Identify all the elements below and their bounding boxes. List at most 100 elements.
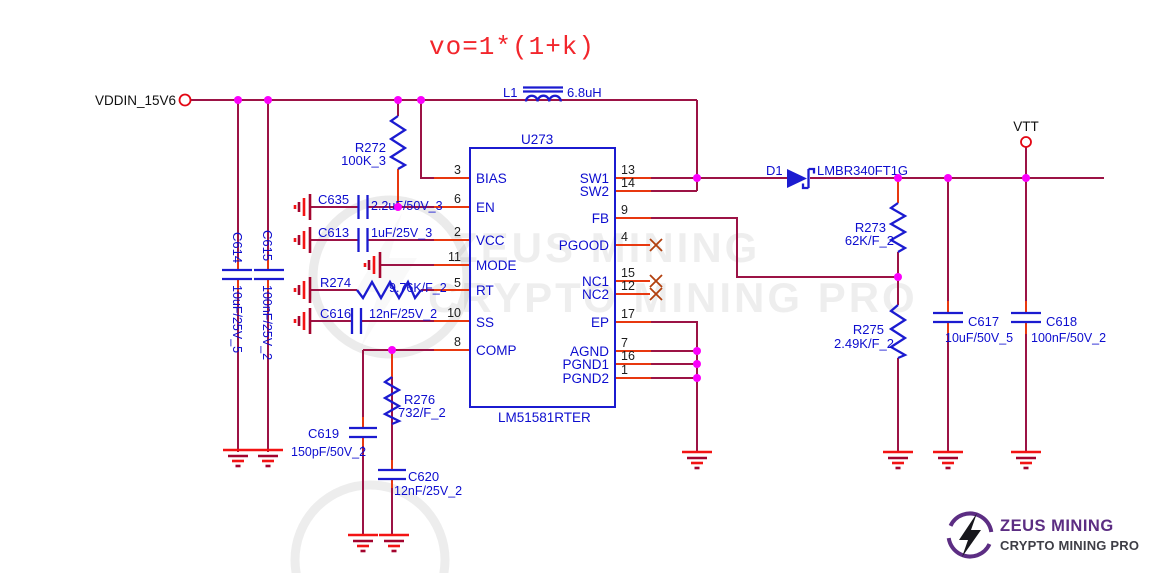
vendor-logo: ZEUS MINING CRYPTO MINING PRO	[946, 511, 1139, 559]
pin-name-nc1: NC1	[582, 274, 609, 289]
port-vtt	[1020, 136, 1032, 148]
gnd-ep	[682, 450, 712, 470]
C618-refdes: C618	[1046, 314, 1077, 329]
R273-value: 62K/F_2	[845, 233, 894, 248]
pin-name-pgnd2: PGND2	[562, 371, 609, 386]
pin-num-17: 17	[621, 307, 635, 321]
R276-refdes: R276	[404, 392, 435, 407]
ic-u273: U273 LM51581RTER BIAS EN VCC MODE RT SS …	[447, 132, 635, 425]
gnd-c635	[293, 194, 312, 220]
logo-tagline: CRYPTO MINING PRO	[1000, 538, 1139, 553]
pin-num-4: 4	[621, 230, 628, 244]
C618-value: 100nF/50V_2	[1031, 331, 1106, 345]
gnd-c616	[293, 308, 312, 334]
gnd-c615	[253, 448, 283, 468]
gnd-c614	[223, 448, 253, 468]
pin-name-sw1: SW1	[580, 171, 609, 186]
pin-num-6: 6	[454, 192, 461, 206]
ic-partnumber: LM51581RTER	[498, 410, 591, 425]
pin-name-pgnd1: PGND1	[562, 357, 609, 372]
pin-num-15: 15	[621, 266, 635, 280]
pin-name-pgood: PGOOD	[559, 238, 610, 253]
C635-value: 2.2uF/50V_3	[371, 199, 443, 213]
gnd-mode	[363, 252, 382, 278]
capacitor-C614: C614 10uF/25V_5	[222, 232, 252, 353]
pin-num-11: 11	[448, 250, 461, 264]
R275-value: 2.49K/F_2	[834, 336, 894, 351]
capacitor-C615: C615 100nF/25V_2	[254, 230, 284, 360]
C619-value: 150pF/50V_2	[291, 445, 366, 459]
pin-num-12: 12	[621, 279, 635, 293]
pin-name-mode: MODE	[476, 258, 517, 273]
R274-refdes: R274	[320, 275, 351, 290]
pin-name-rt: RT	[476, 283, 494, 298]
resistor-R272: R272 100K_3	[341, 115, 408, 170]
capacitor-C617: C617 10uF/50V_5	[933, 311, 1013, 345]
junction-dots	[234, 96, 1030, 382]
net-label-vtt: VTT	[1013, 119, 1039, 134]
gnd-c618	[1011, 450, 1041, 470]
resistor-R273: R273 62K/F_2	[845, 202, 908, 253]
C620-refdes: C620	[408, 469, 439, 484]
C613-value: 1uF/25V_3	[371, 226, 432, 240]
formula-title: vo=1*(1+k)	[429, 32, 595, 62]
logo-ring	[946, 511, 994, 559]
pin-name-vcc: VCC	[476, 233, 505, 248]
resistor-R275: R275 2.49K/F_2	[834, 304, 908, 360]
net-label-vddin: VDDIN_15V6	[95, 93, 176, 108]
pin-name-nc2: NC2	[582, 287, 609, 302]
gnd-c620	[379, 533, 409, 553]
diode-D1: D1 LMBR340FT1G	[766, 163, 908, 190]
pin-name-bias: BIAS	[476, 171, 507, 186]
C635-refdes: C635	[318, 192, 349, 207]
pin-num-5: 5	[454, 276, 461, 290]
capacitor-C619: C619 150pF/50V_2	[291, 426, 377, 459]
watermark-line2: CRYPTO MINING PRO	[428, 274, 918, 321]
C615-value: 100nF/25V_2	[260, 285, 274, 360]
inductor-L1: L1 6.8uH	[503, 85, 602, 102]
pin-name-comp: COMP	[476, 343, 517, 358]
ground-symbols	[223, 194, 1041, 553]
R275-refdes: R275	[853, 322, 884, 337]
gnd-c619	[348, 533, 378, 553]
pin-num-14: 14	[621, 176, 635, 190]
R272-value: 100K_3	[341, 153, 386, 168]
C614-value: 10uF/25V_5	[230, 285, 244, 353]
D1-refdes: D1	[766, 163, 783, 178]
R272-refdes: R272	[355, 140, 386, 155]
C614-refdes: C614	[230, 232, 245, 263]
gnd-c617	[933, 450, 963, 470]
pin-num-9: 9	[621, 203, 628, 217]
pin-num-2: 2	[454, 225, 461, 239]
C617-value: 10uF/50V_5	[945, 331, 1013, 345]
D1-value: LMBR340FT1G	[817, 163, 908, 178]
no-connect-marks	[649, 238, 663, 301]
pin-num-1: 1	[621, 363, 628, 377]
watermark: ZEUS MINING CRYPTO MINING PRO	[290, 195, 918, 573]
gnd-r274	[293, 277, 312, 303]
C620-value: 12nF/25V_2	[394, 484, 462, 498]
R273-refdes: R273	[855, 220, 886, 235]
ic-refdes: U273	[521, 132, 553, 147]
pin-num-16: 16	[621, 349, 635, 363]
capacitor-C616: C616 12nF/25V_2	[320, 306, 437, 334]
capacitor-C618: C618 100nF/50V_2	[1011, 311, 1106, 345]
pin-num-8: 8	[454, 335, 461, 349]
C613-refdes: C613	[318, 225, 349, 240]
R274-value: 9.76K/F_2	[389, 281, 447, 295]
gnd-r275	[883, 450, 913, 470]
L1-value: 6.8uH	[567, 85, 602, 100]
pin-name-ss: SS	[476, 315, 494, 330]
logo-name: ZEUS MINING	[1000, 517, 1114, 535]
capacitor-C613: C613 1uF/25V_3	[318, 225, 432, 252]
capacitor-C635: C635 2.2uF/50V_3	[318, 192, 443, 219]
pin-name-agnd: AGND	[570, 344, 609, 359]
C616-refdes: C616	[320, 306, 351, 321]
L1-refdes: L1	[503, 85, 517, 100]
pin-num-3: 3	[454, 163, 461, 177]
pin-name-fb: FB	[592, 211, 609, 226]
watermark-line1: ZEUS MINING	[452, 224, 760, 271]
C619-refdes: C619	[308, 426, 339, 441]
